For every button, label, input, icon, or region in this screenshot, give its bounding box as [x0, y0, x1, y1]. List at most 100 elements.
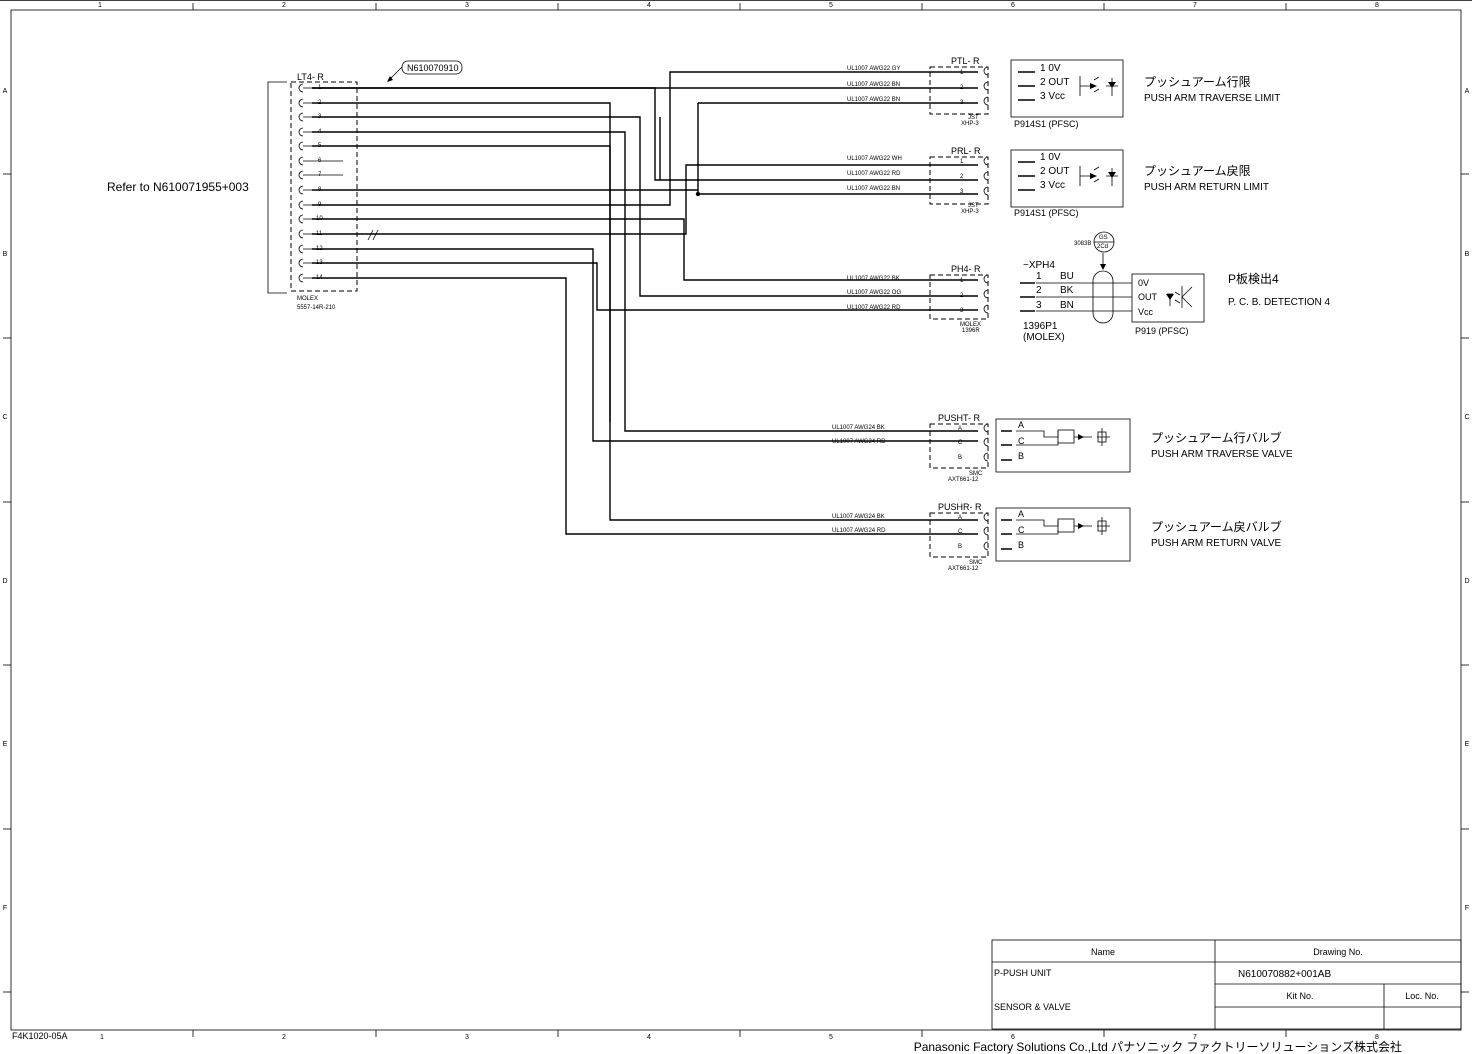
row-label: A	[3, 88, 8, 95]
row-label: A	[1465, 88, 1470, 95]
connector-part: 1396R	[962, 328, 980, 334]
pin-number: 3	[960, 100, 964, 106]
wire-label: UL1007 AWG22 RD	[847, 171, 901, 177]
gs-label: GS	[1099, 235, 1108, 241]
pin-number: 3	[960, 308, 964, 314]
pin-number: A	[958, 515, 962, 521]
sensor-ptl: 1 0V 2 OUT 3 Vcc P914S1 (PFSC) プッシュアーム行限…	[1010, 59, 1280, 129]
xph-pin: 1	[1036, 271, 1042, 282]
pin-number: 2	[960, 85, 964, 91]
sensor-pin: 3 Vcc	[1040, 180, 1065, 191]
sensor-ph4: −XPH4 1 2 3 BU BK BN GS 2Cd 3083B 1396P1…	[1020, 231, 1330, 343]
pin-number: 3	[960, 189, 964, 195]
connector-part: XHP-3	[961, 121, 979, 127]
connector-maker: SMC	[969, 471, 983, 477]
wire-label: UL1007 AWG22 RD	[847, 305, 901, 311]
valve-pusht: A C B プッシュアーム行バルブ PUSH ARM TRAVERSE VALV…	[995, 418, 1293, 473]
pin-number: B	[958, 455, 962, 461]
connector-ph4: PH4- R 1 2 3 MOLEX 1396R UL1007 AWG22 BK…	[847, 264, 989, 334]
title-en: PUSH ARM TRAVERSE LIMIT	[1144, 93, 1280, 104]
connector-lt4: Refer to N610071955+003 LT4- R MOLEX 555…	[107, 72, 358, 311]
title-jp: プッシュアーム行限	[1144, 75, 1251, 89]
col-label: 4	[647, 2, 651, 9]
col-label: 3	[465, 2, 469, 9]
connector-prl: PRL- R 1 2 3 JST XHP-3 UL1007 AWG22 WH U…	[847, 146, 989, 215]
wire-label: UL1007 AWG22 GY	[847, 66, 900, 72]
col-label: 3	[465, 1034, 469, 1041]
title-jp: プッシュアーム行バルブ	[1151, 430, 1282, 445]
title-jp: プッシュアーム戻バルブ	[1151, 519, 1282, 534]
diode-icon	[1097, 428, 1110, 446]
plug-part: 1396P1	[1023, 321, 1058, 332]
col-label: 4	[647, 1034, 651, 1041]
row-label: B	[3, 251, 8, 258]
xph-pin: 3	[1036, 300, 1042, 311]
wire-harness	[312, 71, 978, 535]
connector-name: PUSHT- R	[938, 413, 981, 423]
title-en: PUSH ARM RETURN LIMIT	[1144, 182, 1269, 193]
refer-note: Refer to N610071955+003	[107, 180, 249, 194]
pin-number: 2	[960, 174, 964, 180]
col-label: 6	[1011, 2, 1015, 9]
connector-name: PUSHR- R	[938, 502, 982, 512]
pin-number: 1	[960, 278, 964, 284]
callout-text: N610070910	[407, 63, 459, 73]
sensor-pin: 3 Vcc	[1040, 91, 1065, 102]
diode-icon	[1097, 517, 1110, 535]
col-label: 5	[829, 1034, 833, 1041]
connector-name: LT4- R	[297, 72, 324, 82]
photosensor-icon	[1079, 76, 1118, 96]
name-line2: SENSOR & VALVE	[994, 1002, 1071, 1012]
name-line1: P-PUSH UNIT	[994, 968, 1052, 978]
title-en: PUSH ARM TRAVERSE VALVE	[1151, 449, 1293, 460]
photosensor-icon	[1079, 166, 1118, 186]
wire-label: UL1007 AWG22 OG	[847, 290, 901, 296]
col-label: 7	[1193, 1034, 1197, 1041]
row-label: B	[1465, 251, 1470, 258]
title-jp: プッシュアーム戻限	[1144, 164, 1251, 178]
title-en: PUSH ARM RETURN VALVE	[1151, 538, 1282, 549]
wire-label: UL1007 AWG22 BN	[847, 186, 900, 192]
row-label: F	[1465, 905, 1469, 912]
gs-label: 2Cd	[1097, 244, 1108, 250]
col-label: 7	[1193, 2, 1197, 9]
company-name: Panasonic Factory Solutions Co.,Ltd パナソニ…	[914, 1039, 1402, 1054]
pin-number: 1	[960, 159, 964, 165]
row-label: E	[1465, 741, 1470, 748]
valve-pin: A	[1018, 509, 1024, 519]
connector-ptl: PTL- R 1 2 3 JST XHP-3 UL1007 AWG22 GY U…	[847, 56, 989, 127]
wire-label: UL1007 AWG22 BN	[847, 82, 900, 88]
pin-number: B	[958, 544, 962, 550]
valve-pin: A	[1018, 420, 1024, 430]
callout-tag: N610070910	[387, 60, 463, 82]
wire-label: UL1007 AWG24 RD	[832, 439, 886, 445]
valve-pin: C	[1018, 436, 1025, 446]
col-label: 1	[100, 1034, 104, 1041]
title-jp: P板検出4	[1228, 272, 1279, 286]
xph-pin: 2	[1036, 285, 1042, 296]
title-en: P. C. B. DETECTION 4	[1228, 297, 1330, 308]
col-label: 5	[829, 2, 833, 9]
connector-maker: JST	[968, 115, 979, 121]
title-block: Name Drawing No. P-PUSH UNIT SENSOR & VA…	[991, 939, 1462, 1030]
col-label: 1	[98, 2, 102, 9]
connector-pusht: PUSHT- R A C B SMC AXT661-12 UL1007 AWG2…	[832, 413, 989, 483]
sensor-model: P914S1 (PFSC)	[1014, 208, 1079, 218]
connector-pushr: PUSHR- R A C B SMC AXT661-12 UL1007 AWG2…	[832, 502, 989, 572]
wire-label: UL1007 AWG24 BK	[832, 514, 885, 520]
connector-part: XHP-3	[961, 209, 979, 215]
gs-code: 3083B	[1074, 241, 1091, 247]
xph-label: −XPH4	[1023, 260, 1055, 271]
sensor-model: P919 (PFSC)	[1135, 326, 1189, 336]
sensor-model: P914S1 (PFSC)	[1014, 119, 1079, 129]
pin-number: C	[958, 529, 963, 535]
phototransistor-icon	[1166, 286, 1193, 308]
row-label: D	[2, 578, 7, 585]
valve-pin: B	[1018, 540, 1024, 550]
wire-label: UL1007 AWG22 BK	[847, 276, 900, 282]
pin-number: 2	[960, 293, 964, 299]
connector-part: AXT661-12	[948, 477, 979, 483]
sensor-pin: 0V	[1138, 278, 1149, 288]
wire-color: BN	[1060, 300, 1074, 311]
